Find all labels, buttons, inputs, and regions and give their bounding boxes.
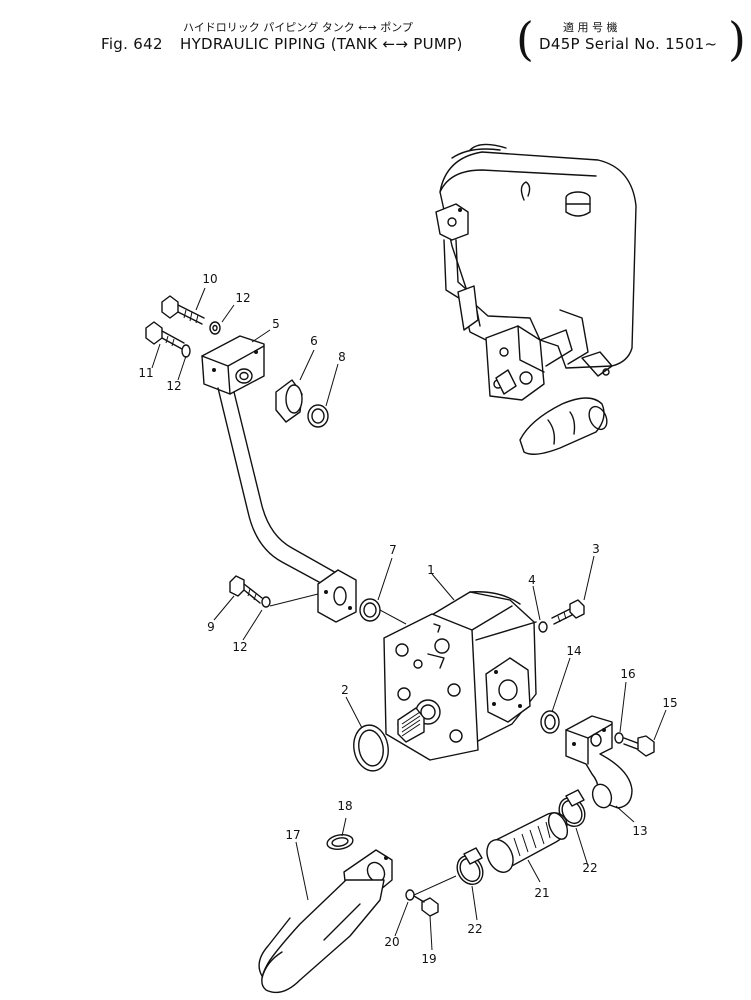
callout-2: 2 — [341, 683, 349, 697]
washer-12-mid — [181, 344, 191, 358]
bolt-15 — [623, 735, 655, 757]
hose-21 — [486, 812, 569, 873]
callout-22-b: 22 — [467, 922, 482, 936]
o-ring-18 — [326, 834, 354, 850]
callout-labels: 10 12 5 6 8 11 12 7 1 4 3 9 12 14 16 15 … — [138, 272, 677, 966]
delivery-pipe-5 — [201, 335, 357, 623]
callout-20: 20 — [384, 935, 399, 949]
collar-6 — [275, 379, 303, 423]
washer-16 — [614, 732, 624, 744]
bolt-3 — [551, 599, 585, 625]
right-parenthesis: ) — [728, 12, 746, 66]
japanese-title: ハイドロリック パイピング タンク ←→ ポンプ — [183, 21, 413, 34]
callout-4: 4 — [528, 573, 536, 587]
bolt-19 — [413, 895, 439, 917]
bolt-11 — [145, 321, 185, 350]
washer-12-lower — [261, 596, 271, 608]
callout-12-b: 12 — [166, 379, 181, 393]
callout-22-a: 22 — [582, 861, 597, 875]
callout-16: 16 — [620, 667, 635, 681]
callout-6: 6 — [310, 334, 318, 348]
suction-pipe-17 — [258, 849, 393, 994]
callout-15: 15 — [662, 696, 677, 710]
washer-20 — [405, 889, 415, 901]
hydraulic-tank-assembly — [435, 143, 637, 455]
callout-7: 7 — [389, 543, 397, 557]
figure-number: Fig. 642 — [101, 35, 163, 53]
callout-12-a: 12 — [235, 291, 250, 305]
callout-10: 10 — [202, 272, 217, 286]
callout-21: 21 — [534, 886, 549, 900]
o-ring-2 — [353, 724, 389, 772]
hydraulic-pump-1 — [383, 591, 537, 761]
callout-19: 19 — [421, 952, 436, 966]
callout-11: 11 — [138, 366, 153, 380]
callout-13: 13 — [632, 824, 647, 838]
callout-17: 17 — [285, 828, 300, 842]
japanese-applicable-models: 適 用 号 機 — [563, 21, 618, 34]
elbow-13 — [565, 715, 633, 809]
bolt-10 — [161, 295, 205, 325]
hose-clamp-22-left — [456, 847, 484, 886]
leader-lines — [151, 287, 667, 951]
washer-12-upper — [209, 321, 221, 335]
callout-14: 14 — [566, 644, 581, 658]
callout-9: 9 — [207, 620, 215, 634]
figure-title: HYDRAULIC PIPING (TANK ←→ PUMP) — [180, 35, 463, 53]
bolt-9 — [229, 575, 263, 604]
callout-12-c: 12 — [232, 640, 247, 654]
o-ring-14 — [540, 710, 560, 734]
washer-4 — [538, 621, 548, 633]
callout-1: 1 — [427, 563, 435, 577]
serial-applicability: D45P Serial No. 1501~ — [539, 35, 718, 53]
left-parenthesis: ( — [516, 12, 534, 66]
callout-18: 18 — [337, 799, 352, 813]
o-ring-8 — [307, 404, 329, 428]
callout-8: 8 — [338, 350, 346, 364]
callout-5: 5 — [272, 317, 280, 331]
callout-3: 3 — [592, 542, 600, 556]
